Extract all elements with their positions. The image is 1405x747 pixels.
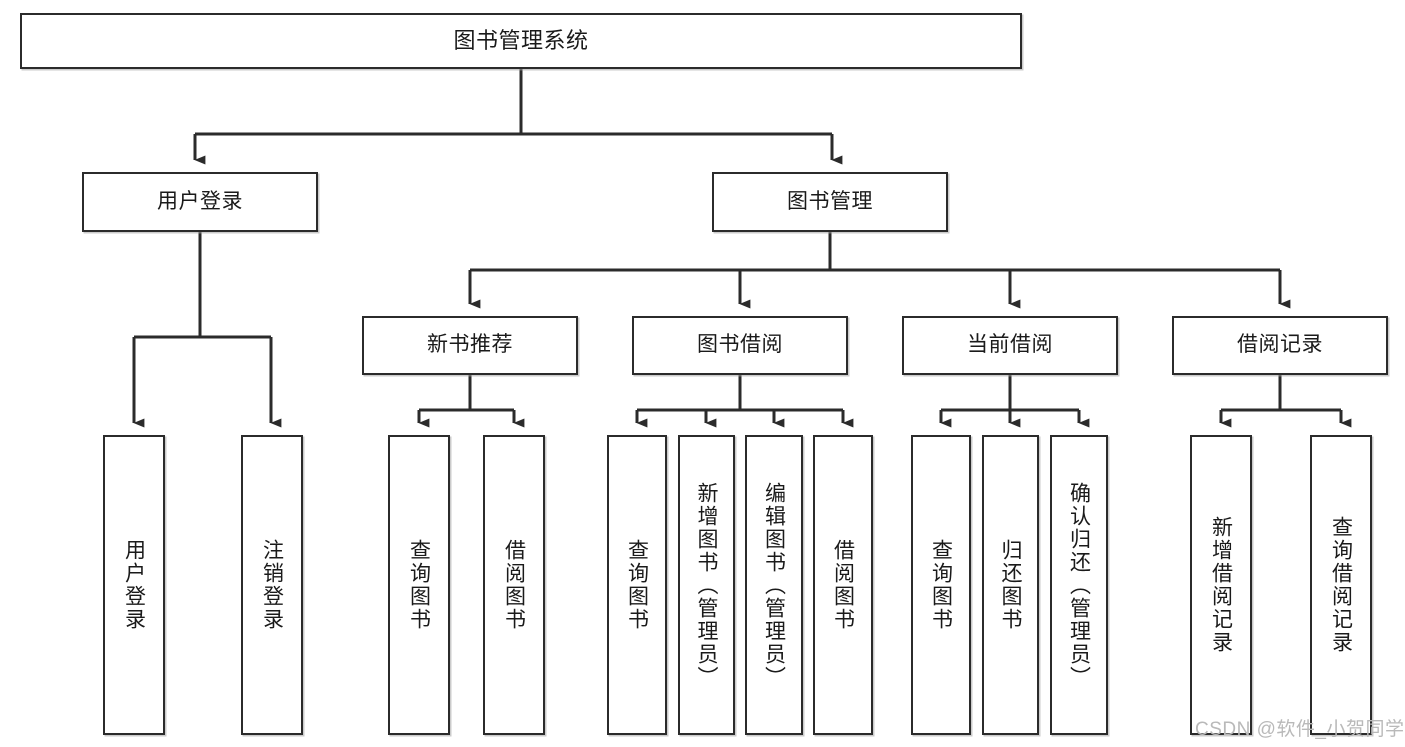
node-label: 当前借阅 xyxy=(967,333,1053,357)
leaf-add-borrow-record[interactable]: 新增借阅记录 xyxy=(1190,435,1252,735)
node-label: 新增图书（管理员） xyxy=(695,481,718,689)
leaf-borrow-book-recommend[interactable]: 借阅图书 xyxy=(483,435,545,735)
leaf-return-book[interactable]: 归还图书 xyxy=(982,435,1039,735)
node-label: 查询图书 xyxy=(625,539,649,631)
node-label: 查询借阅记录 xyxy=(1329,516,1353,654)
node-label: 借阅记录 xyxy=(1237,333,1323,357)
node-label: 图书借阅 xyxy=(697,333,783,357)
node-new-book-recommend[interactable]: 新书推荐 xyxy=(362,316,578,375)
leaf-query-book-recommend[interactable]: 查询图书 xyxy=(388,435,450,735)
node-label: 借阅图书 xyxy=(831,539,855,631)
csdn-watermark: CSDN @软件_小贺同学 xyxy=(1195,719,1405,740)
leaf-user-login[interactable]: 用户登录 xyxy=(103,435,165,735)
node-label: 归还图书 xyxy=(999,539,1022,631)
leaf-edit-book-admin[interactable]: 编辑图书（管理员） xyxy=(745,435,803,735)
node-user-login[interactable]: 用户登录 xyxy=(82,172,318,232)
node-book-borrow[interactable]: 图书借阅 xyxy=(632,316,848,375)
leaf-confirm-return-admin[interactable]: 确认归还（管理员） xyxy=(1050,435,1108,735)
node-label: 用户登录 xyxy=(157,189,243,213)
node-current-borrow[interactable]: 当前借阅 xyxy=(902,316,1118,375)
node-label: 查询图书 xyxy=(929,539,953,631)
node-label: 确认归还（管理员） xyxy=(1067,481,1091,689)
leaf-borrow-book[interactable]: 借阅图书 xyxy=(813,435,873,735)
leaf-query-book-borrow[interactable]: 查询图书 xyxy=(607,435,667,735)
node-label: 借阅图书 xyxy=(502,539,526,631)
node-label: 新书推荐 xyxy=(427,333,513,357)
node-label: 图书管理系统 xyxy=(453,28,589,54)
node-book-management[interactable]: 图书管理 xyxy=(712,172,948,232)
leaf-query-book-current[interactable]: 查询图书 xyxy=(911,435,971,735)
node-label: 用户登录 xyxy=(122,539,146,631)
leaf-query-borrow-record[interactable]: 查询借阅记录 xyxy=(1310,435,1372,735)
leaf-logout[interactable]: 注销登录 xyxy=(241,435,303,735)
node-label: 编辑图书（管理员） xyxy=(762,481,786,689)
node-book-management-system[interactable]: 图书管理系统 xyxy=(20,13,1022,69)
node-label: 新增借阅记录 xyxy=(1209,516,1233,654)
node-label: 查询图书 xyxy=(407,539,431,631)
node-label: 图书管理 xyxy=(787,189,873,213)
node-label: 注销登录 xyxy=(260,539,284,631)
node-borrow-record[interactable]: 借阅记录 xyxy=(1172,316,1388,375)
leaf-add-book-admin[interactable]: 新增图书（管理员） xyxy=(678,435,735,735)
